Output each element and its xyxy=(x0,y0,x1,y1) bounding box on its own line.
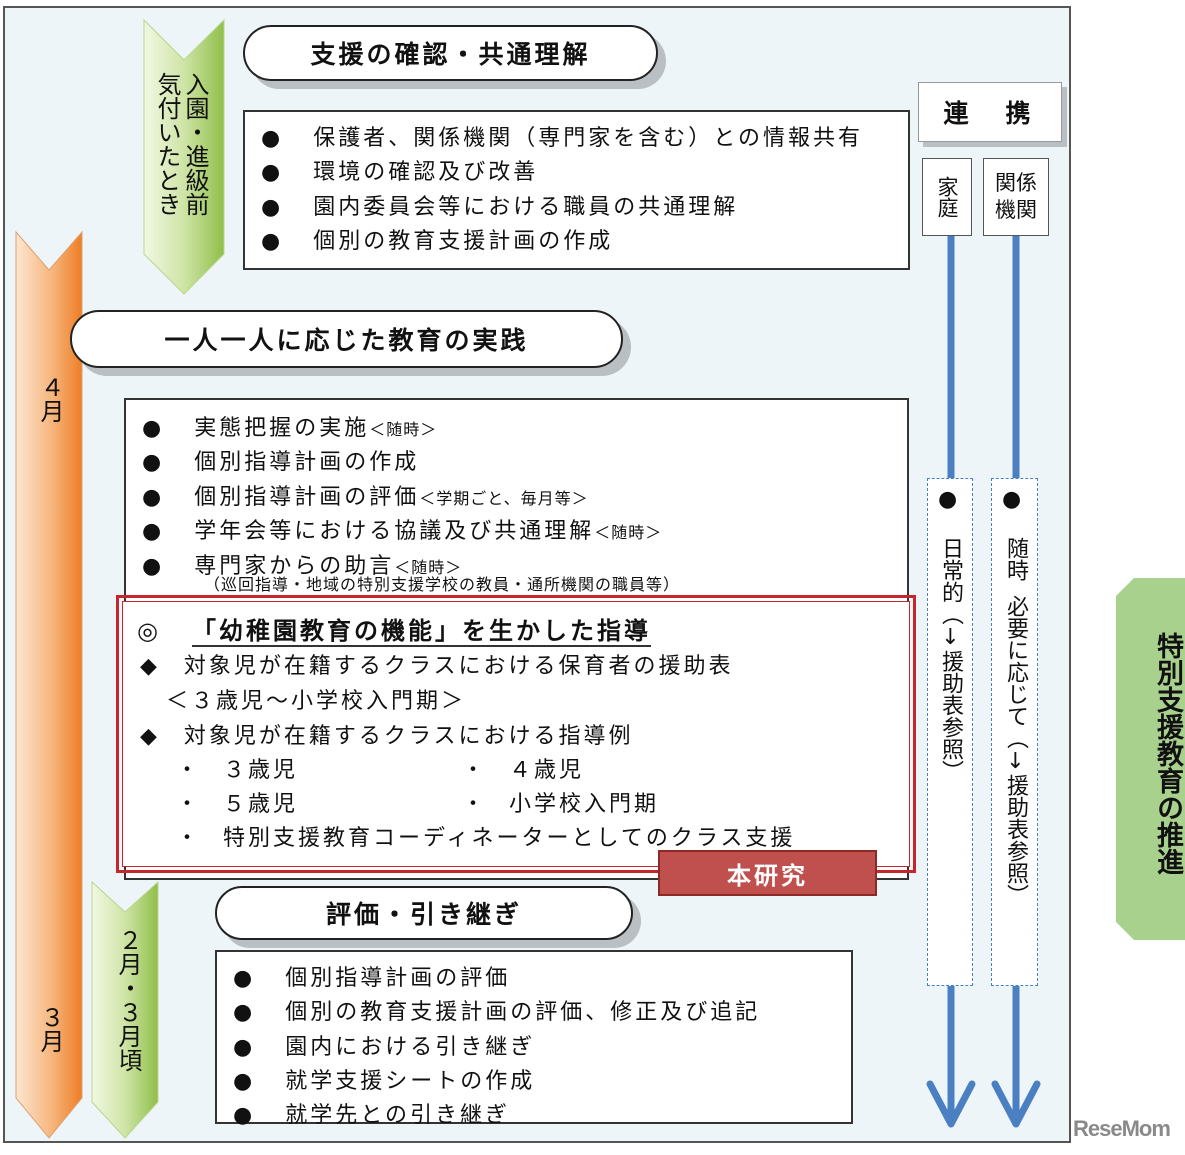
advice-subnote: （巡回指導・地域の特別支援学校の教員・通所機関の職員等） xyxy=(204,575,681,594)
feb-march-label: ２月・３月頃 xyxy=(114,928,142,1072)
example-item: ・特別支援教育コーディネーターとしてのクラス支援 xyxy=(176,826,796,851)
list-item: ●個別指導計画の作成 xyxy=(142,450,420,475)
section1-title: 支援の確認・共通理解 xyxy=(243,25,658,81)
list-item: ●実態把握の実施＜随時＞ xyxy=(142,416,438,441)
example-item: ・３歳児 xyxy=(176,758,299,783)
list-item: ●個別指導計画の評価 xyxy=(233,966,511,991)
example-item: ・４歳児 xyxy=(462,758,585,783)
bullet-icon: ● xyxy=(1002,487,1022,512)
list-item: ●保護者、関係機関（専門家を含む）との情報共有 xyxy=(261,126,863,151)
list-item: ●園内における引き継ぎ xyxy=(233,1035,536,1060)
research-box xyxy=(116,595,916,873)
section3-box: ●個別指導計画の評価 ●個別の教育支援計画の評価、修正及び追記 ●園内における引… xyxy=(215,950,853,1128)
march-label: ３月 xyxy=(36,1005,64,1053)
green-top-label-2: 気付いたとき xyxy=(153,72,181,216)
research-item-1-sub: ＜３歳児～小学校入門期＞ xyxy=(166,689,467,714)
home-column-text: 日常的（↓援助表参照） xyxy=(938,537,963,782)
home-column-box: ● 日常的（↓援助表参照） xyxy=(927,478,973,986)
agency-column-box: ● 随時必要に応じて（↓援助表参照） xyxy=(991,478,1038,986)
diamond-icon: ◆ xyxy=(140,724,160,749)
diamond-icon: ◆ xyxy=(140,654,160,679)
list-item: ●個別の教育支援計画の評価、修正及び追記 xyxy=(233,1000,761,1025)
section1-box: ●保護者、関係機関（専門家を含む）との情報共有 ●環境の確認及び改善 ●園内委員… xyxy=(243,110,910,270)
list-item: ●個別指導計画の評価＜学期ごと、毎月等＞ xyxy=(142,485,589,510)
green-top-label-1: 入園・進級前 xyxy=(181,72,209,216)
cooperation-title: 連 携 xyxy=(918,82,1062,142)
section3-title: 評価・引き継ぎ xyxy=(215,886,633,940)
list-item: ●学年会等における協議及び共通理解＜随時＞ xyxy=(142,519,663,544)
research-inner-border xyxy=(122,601,910,867)
research-heading: ◎「幼稚園教育の機能」を生かした指導 xyxy=(137,617,651,647)
list-item: ●専門家からの助言＜随時＞ xyxy=(142,554,463,579)
example-item: ・小学校入門期 xyxy=(462,792,660,817)
research-item-1: ◆対象児が在籍するクラスにおける保育者の援助表 xyxy=(140,654,734,679)
research-label: 本研究 xyxy=(658,850,877,896)
green-bottom-arrow xyxy=(91,880,159,1139)
double-circle-icon: ◎ xyxy=(137,617,158,645)
green-top-arrow xyxy=(143,18,225,295)
list-item: ●就学先との引き継ぎ xyxy=(233,1103,510,1128)
section2-title: 一人一人に応じた教育の実践 xyxy=(70,310,623,368)
list-item: ●環境の確認及び改善 xyxy=(261,160,539,185)
agencies-label: 関係 機関 xyxy=(983,158,1049,236)
research-item-2: ◆対象児が在籍するクラスにおける指導例 xyxy=(140,724,634,749)
list-item: ●個別の教育支援計画の作成 xyxy=(261,229,614,254)
agency-column-text: 随時必要に応じて（↓援助表参照） xyxy=(1003,537,1028,906)
side-banner-label: 特別支援教育の推進 xyxy=(1152,632,1183,875)
list-item: ●就学支援シートの作成 xyxy=(233,1069,536,1094)
example-item: ・５歳児 xyxy=(176,792,299,817)
watermark-logo: ReseMom xyxy=(1073,1116,1171,1141)
side-banner-shape xyxy=(1116,578,1185,940)
bullet-icon: ● xyxy=(938,487,958,512)
list-item: ●園内委員会等における職員の共通理解 xyxy=(261,195,739,220)
home-label: 家庭 xyxy=(922,158,972,236)
orange-timeline-arrow xyxy=(15,230,83,1139)
april-label: ４月 xyxy=(36,375,64,423)
